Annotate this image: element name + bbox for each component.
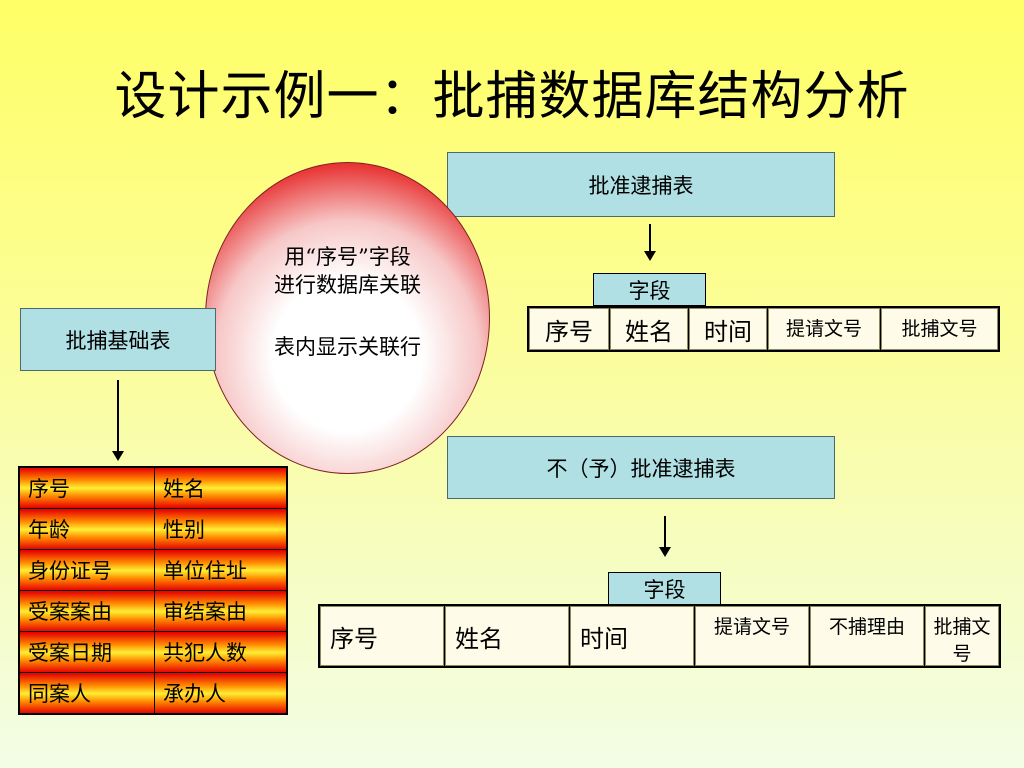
approve-field-label-text: 字段 bbox=[628, 278, 671, 303]
field-cell: 提请文号 bbox=[694, 604, 810, 668]
basic-cell: 性别 bbox=[154, 508, 288, 550]
table-row: 受案日期 共犯人数 bbox=[18, 631, 288, 673]
field-cell: 时间 bbox=[569, 604, 695, 668]
table-row: 身份证号 单位住址 bbox=[18, 549, 288, 591]
basic-cell: 审结案由 bbox=[154, 590, 288, 632]
reject-table-label: 不（予）批准逮捕表 bbox=[546, 456, 736, 481]
basic-cell: 共犯人数 bbox=[154, 631, 288, 673]
basic-cell: 身份证号 bbox=[18, 549, 155, 591]
circle-text-line1: 用“序号”字段 bbox=[284, 245, 411, 269]
basic-cell: 姓名 bbox=[154, 466, 288, 509]
reject-fields-table: 序号 姓名 时间 提请文号 不捕理由 批捕文号 bbox=[318, 604, 1001, 668]
field-cell: 批捕文号 bbox=[924, 604, 1001, 668]
basic-cell: 同案人 bbox=[18, 672, 155, 715]
approve-table-label: 批准逮捕表 bbox=[588, 173, 694, 198]
reject-field-label: 字段 bbox=[608, 572, 721, 605]
reject-table-box: 不（予）批准逮捕表 bbox=[447, 436, 835, 499]
basic-cell: 承办人 bbox=[154, 672, 288, 715]
arrow-reject bbox=[659, 516, 671, 557]
field-cell: 不捕理由 bbox=[809, 604, 925, 668]
approve-field-label: 字段 bbox=[593, 273, 706, 306]
basic-fields-table: 序号 姓名 年龄 性别 身份证号 单位住址 受案案由 审结案由 受案日期 共犯人… bbox=[18, 466, 288, 715]
basic-cell: 受案日期 bbox=[18, 631, 155, 673]
table-row: 序号 姓名 时间 提请文号 批捕文号 bbox=[527, 306, 1000, 352]
table-row: 年龄 性别 bbox=[18, 508, 288, 550]
field-cell: 时间 bbox=[688, 306, 768, 352]
basic-cell: 单位住址 bbox=[154, 549, 288, 591]
circle-text-line2: 进行数据库关联 bbox=[274, 273, 421, 297]
field-cell: 姓名 bbox=[444, 604, 570, 668]
table-row: 序号 姓名 bbox=[18, 466, 288, 509]
field-cell: 序号 bbox=[527, 306, 610, 352]
basic-cell: 年龄 bbox=[18, 508, 155, 550]
field-cell: 提请文号 bbox=[767, 306, 881, 352]
approve-fields-table: 序号 姓名 时间 提请文号 批捕文号 bbox=[527, 306, 1000, 352]
reject-field-label-text: 字段 bbox=[643, 577, 686, 602]
basic-table-label: 批捕基础表 bbox=[65, 328, 171, 353]
circle-text-line3: 表内显示关联行 bbox=[274, 335, 421, 359]
basic-table-box: 批捕基础表 bbox=[20, 308, 216, 371]
basic-cell: 受案案由 bbox=[18, 590, 155, 632]
arrow-approve bbox=[644, 224, 656, 261]
relation-circle: 用“序号”字段 进行数据库关联 表内显示关联行 bbox=[205, 162, 490, 474]
basic-cell: 序号 bbox=[18, 466, 155, 509]
table-row: 受案案由 审结案由 bbox=[18, 590, 288, 632]
field-cell: 批捕文号 bbox=[880, 306, 1000, 352]
field-cell: 姓名 bbox=[609, 306, 689, 352]
arrow-basic bbox=[112, 380, 124, 461]
approve-table-box: 批准逮捕表 bbox=[447, 152, 835, 217]
field-cell: 序号 bbox=[318, 604, 445, 668]
table-row: 序号 姓名 时间 提请文号 不捕理由 批捕文号 bbox=[318, 604, 1001, 668]
table-row: 同案人 承办人 bbox=[18, 672, 288, 715]
slide-title: 设计示例一：批捕数据库结构分析 bbox=[114, 67, 910, 127]
